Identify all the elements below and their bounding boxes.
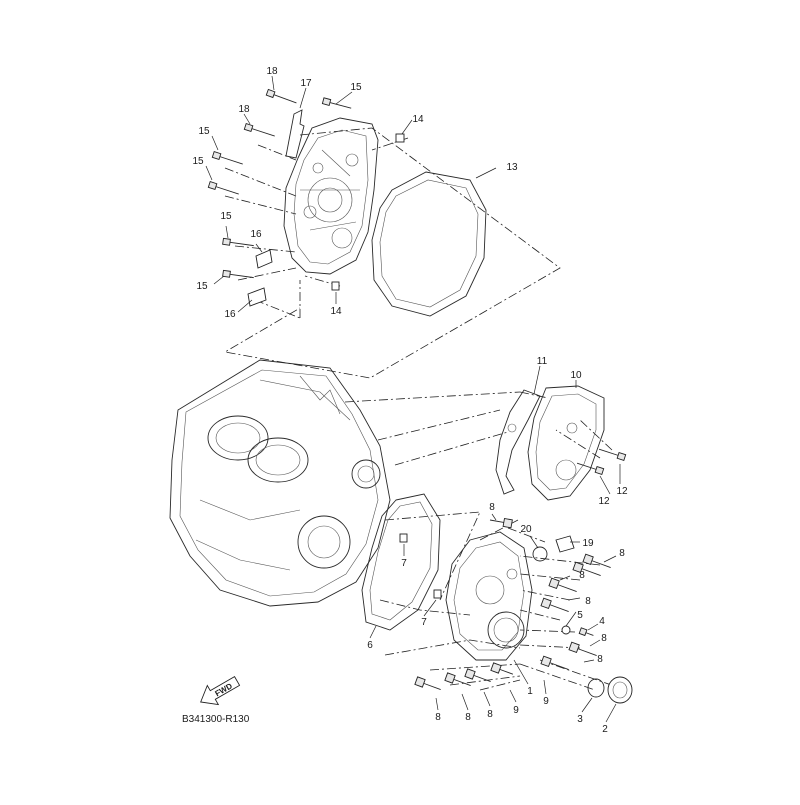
callout-7: 7 — [401, 558, 407, 569]
sprocket-cover-bolts — [576, 448, 627, 475]
callout-10: 10 — [570, 370, 582, 381]
callout-14: 14 — [330, 306, 342, 317]
callout-15: 15 — [192, 156, 204, 167]
callout-8: 8 — [585, 596, 591, 607]
leader-lines — [205, 75, 621, 723]
callout-7: 7 — [421, 617, 427, 628]
callout-15: 15 — [196, 281, 208, 292]
generator-cover-gasket — [361, 493, 441, 631]
callout-15: 15 — [350, 82, 362, 93]
fwd-arrow: FWD — [200, 676, 241, 706]
callout-11: 11 — [537, 356, 548, 367]
callout-3: 3 — [577, 714, 583, 725]
chain-guide — [495, 389, 541, 495]
callout-20: 20 — [520, 524, 532, 535]
clutch-cover-gasket — [371, 171, 487, 317]
callout-19: 19 — [582, 538, 594, 549]
dowel-pin — [399, 533, 408, 543]
callout-18: 18 — [238, 104, 250, 115]
callout-4: 4 — [599, 616, 605, 627]
callout-8: 8 — [435, 712, 441, 723]
callout-6: 6 — [367, 640, 373, 651]
callout-16: 16 — [250, 229, 262, 240]
wire-guide-bracket — [285, 109, 305, 159]
callout-12: 12 — [598, 496, 610, 507]
cover-cap — [607, 676, 633, 704]
callout-5: 5 — [577, 610, 583, 621]
callout-18: 18 — [266, 66, 278, 77]
callout-9: 9 — [513, 705, 519, 716]
clutch-cover-bolts — [207, 88, 405, 307]
cap-o-ring — [587, 678, 605, 698]
callout-8: 8 — [619, 548, 625, 559]
washer — [561, 625, 571, 635]
callout-14: 14 — [412, 114, 424, 125]
callout-17: 17 — [300, 78, 312, 89]
callout-9: 9 — [543, 696, 549, 707]
sprocket-cover — [527, 385, 605, 501]
callout-8: 8 — [465, 712, 471, 723]
callout-8: 8 — [579, 570, 585, 581]
plug — [555, 535, 575, 553]
callout-2: 2 — [602, 724, 608, 735]
callout-16: 16 — [224, 309, 236, 320]
screw — [578, 627, 594, 637]
dowel-pin — [433, 589, 442, 599]
generator-cover — [445, 531, 533, 661]
callout-8: 8 — [601, 633, 607, 644]
callout-8: 8 — [489, 502, 495, 513]
crankcase — [169, 359, 391, 607]
callouts: 18 17 15 18 14 15 15 13 15 16 15 16 14 1… — [192, 66, 628, 735]
generator-cover-bolts — [414, 517, 611, 690]
callout-1: 1 — [527, 686, 533, 697]
assembly-dash-lines — [223, 127, 621, 691]
clutch-cover — [283, 117, 379, 275]
callout-13: 13 — [506, 162, 518, 173]
callout-8: 8 — [597, 654, 603, 665]
o-ring — [532, 546, 548, 562]
callout-15: 15 — [198, 126, 210, 137]
callout-8: 8 — [487, 709, 493, 720]
diagram-code: B341300-R130 — [182, 714, 250, 725]
callout-12: 12 — [616, 486, 628, 497]
callout-15: 15 — [220, 211, 232, 222]
